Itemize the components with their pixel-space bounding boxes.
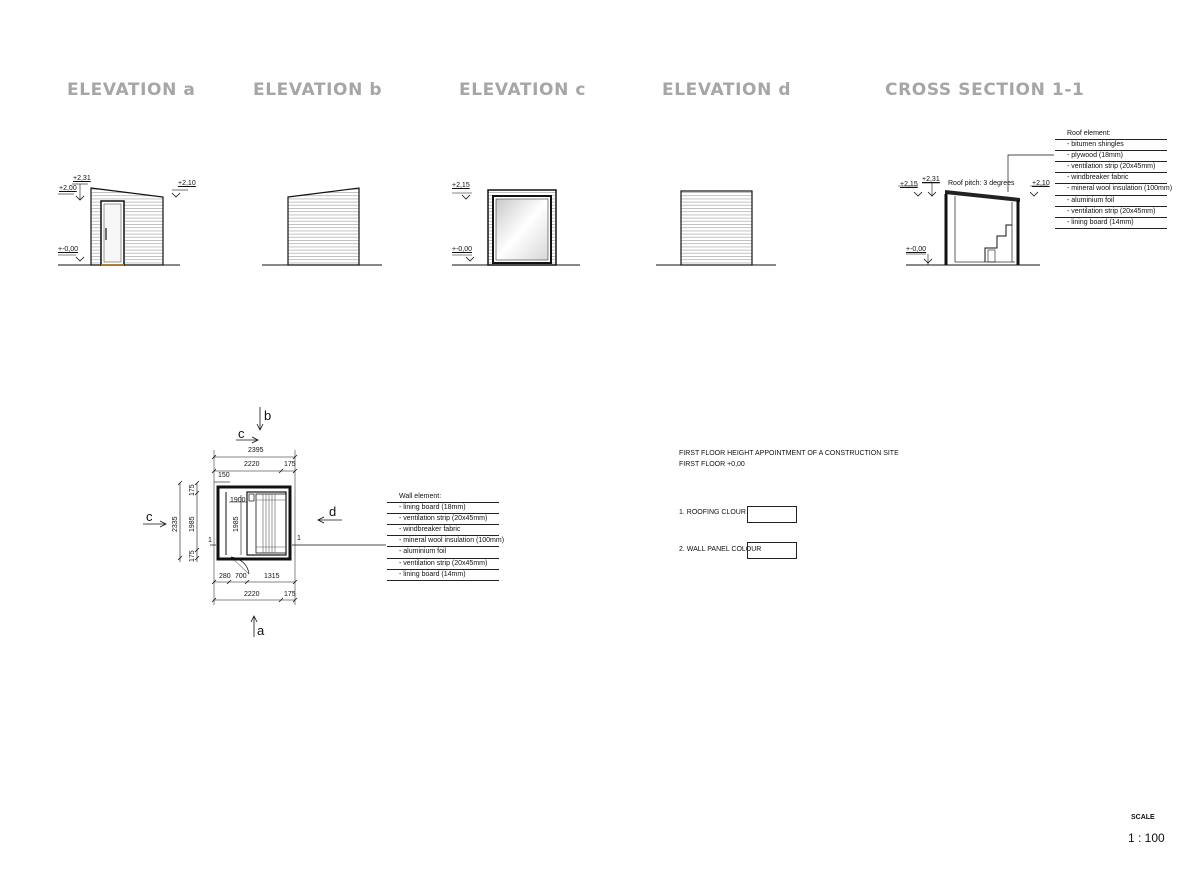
level-s-000: +-0,00 [906, 246, 927, 253]
level-s-210: +2,10 [1032, 180, 1050, 187]
dimension-2220-top: 2220 [244, 461, 260, 468]
dimension-175-left-bottom: 175 [189, 550, 196, 562]
level-s-215: +2,15 [900, 181, 918, 188]
heading-cross-section: CROSS SECTION 1-1 [885, 80, 1085, 100]
level-a-231: +2,31 [73, 175, 91, 182]
view-arrow-d-label: d [329, 504, 337, 519]
floor-plan [143, 407, 386, 637]
wall-layer: - aluminium foil [387, 547, 499, 559]
elevation-c [452, 189, 580, 266]
dimension-1985-inner: 1985 [233, 516, 240, 532]
view-arrow-c-top-label: c [238, 426, 245, 441]
elevation-b [262, 187, 382, 266]
dimension-175-bottom: 175 [284, 591, 296, 598]
roof-layer: - bitumen shingles [1055, 140, 1167, 152]
view-arrow-c-left-label: c [146, 509, 153, 524]
level-c-215: +2,15 [452, 182, 470, 189]
roof-layer: - mineral wool insulation (100mm) [1055, 184, 1172, 196]
level-a-200: +2,00 [59, 185, 77, 192]
scale-label: SCALE [1131, 814, 1155, 821]
wall-layer: - windbreaker fabric [387, 525, 499, 537]
roof-layer: - lining board (14mm) [1055, 218, 1167, 229]
level-a-210: +2,10 [178, 180, 196, 187]
roof-pitch-label: Roof pitch: 3 degrees [948, 180, 1015, 187]
elevation-d [656, 190, 776, 266]
roof-layer: - plywood (18mm) [1055, 151, 1167, 163]
wall-panel-colour-swatch [747, 542, 797, 559]
view-arrow-a-label: a [257, 623, 265, 638]
elevation-a [58, 183, 188, 266]
first-floor-level-note: FIRST FLOOR +0,00 [679, 461, 745, 468]
wall-layer: - ventilation strip (20x45mm) [387, 559, 499, 570]
view-arrow-b-label: b [264, 408, 272, 423]
wall-layer: - lining board (18mm) [387, 503, 499, 515]
wall-layer: - lining board (14mm) [387, 570, 499, 581]
heading-elevation-c: ELEVATION c [459, 80, 587, 100]
dimension-1900: 1900 [230, 497, 246, 504]
wall-element-spec: Wall element: - lining board (18mm) - ve… [387, 492, 504, 581]
roof-layer: - ventilation strip (20x45mm) [1055, 162, 1167, 174]
dimension-700: 700 [235, 573, 247, 580]
dimension-175-top: 175 [284, 461, 296, 468]
wall-panel-colour-label: 2. WALL PANEL COLOUR [679, 546, 762, 553]
heading-elevation-a: ELEVATION a [67, 80, 196, 100]
floor-height-note: FIRST FLOOR HEIGHT APPOINTMENT OF A CONS… [679, 450, 899, 457]
level-a-000: +-0,00 [58, 246, 79, 253]
dimension-280: 280 [219, 573, 231, 580]
level-c-000: +-0,00 [452, 246, 473, 253]
roof-layer: - ventilation strip (20x45mm) [1055, 207, 1167, 218]
roof-element-title: Roof element: [1055, 129, 1167, 141]
roofing-colour-label: 1. ROOFING CLOUR [679, 509, 746, 516]
dimension-2335: 2335 [172, 516, 179, 532]
roof-element-spec: Roof element: - bitumen shingles - plywo… [1055, 129, 1172, 229]
level-s-231: +2,31 [922, 176, 940, 183]
section-marker-left: 1 [208, 537, 212, 544]
roof-layer: - windbreaker fabric [1055, 173, 1167, 185]
cross-section-1-1 [898, 154, 1054, 266]
heading-elevation-b: ELEVATION b [253, 80, 383, 100]
section-marker-right: 1 [297, 535, 301, 542]
wall-layer: - ventilation strip (20x45mm) [387, 514, 499, 526]
scale-value: 1 : 100 [1128, 831, 1165, 845]
roofing-colour-swatch [747, 506, 797, 523]
dimension-175-left-top: 175 [189, 484, 196, 496]
dimension-1985-left: 1985 [189, 516, 196, 532]
dimension-150: 150 [218, 472, 230, 479]
dimension-1315: 1315 [264, 573, 280, 580]
wall-element-title: Wall element: [387, 492, 499, 504]
roof-layer: - aluminium foil [1055, 196, 1167, 207]
dimension-2395: 2395 [248, 447, 264, 454]
heading-elevation-d: ELEVATION d [662, 80, 792, 100]
wall-layer: - mineral wool insulation (100mm) [387, 536, 504, 548]
dimension-2220-bottom: 2220 [244, 591, 260, 598]
